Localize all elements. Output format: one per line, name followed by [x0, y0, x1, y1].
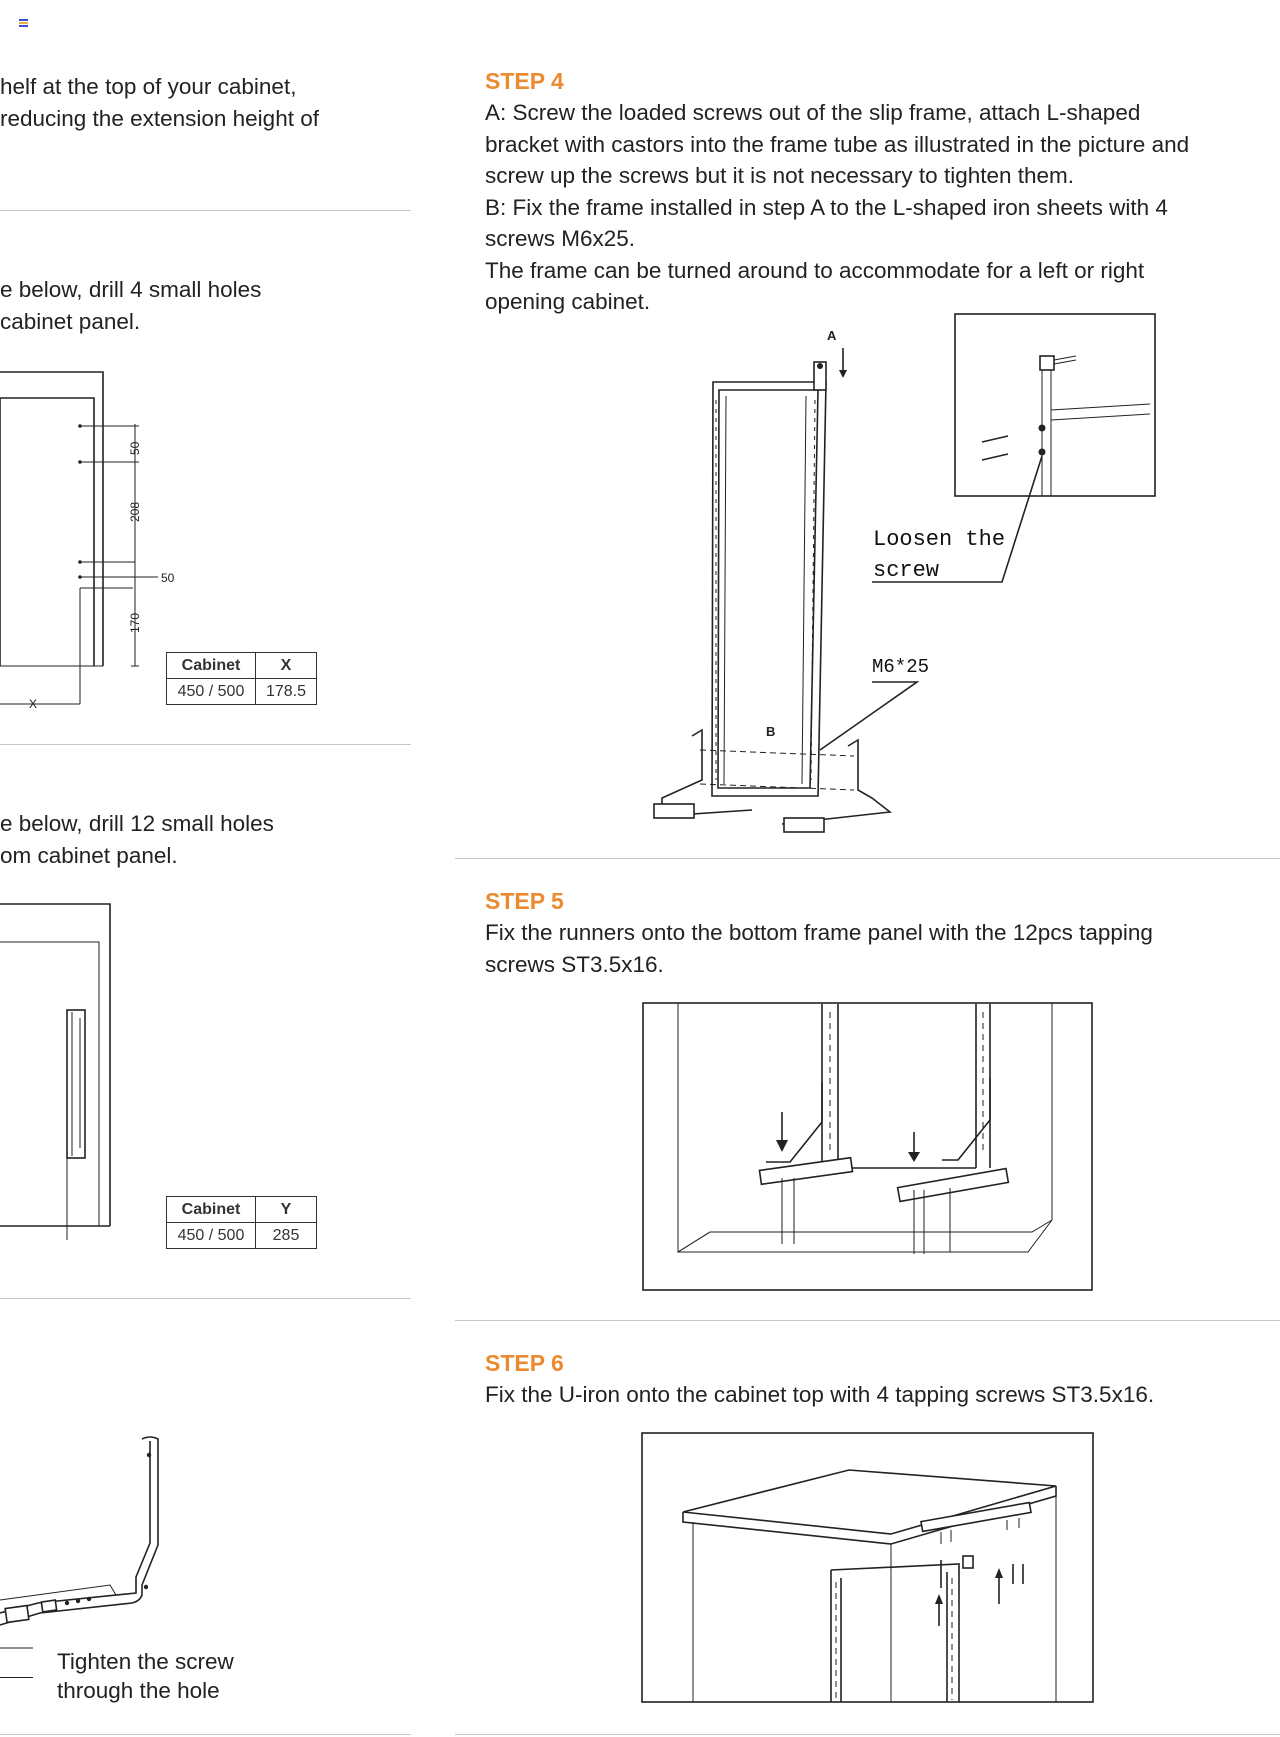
step4-line-6: The frame can be turned around to accomm… — [485, 257, 1145, 283]
dim-50-top: 50 — [128, 441, 142, 455]
drill4-text: e below, drill 4 small holes cabinet pan… — [0, 274, 400, 337]
table-x-cell-value: 178.5 — [255, 678, 317, 705]
step6-text: Fix the U-iron onto the cabinet top with… — [485, 1379, 1275, 1411]
intro-line-1: helf at the top of your cabinet, — [0, 74, 297, 99]
dim-208: 208 — [128, 502, 142, 522]
bracket-caption: Tighten the screw through the hole — [57, 1647, 234, 1705]
left-divider-2 — [0, 744, 411, 745]
step5-title: STEP 5 — [485, 888, 564, 914]
drill12-line-2: om cabinet panel. — [0, 842, 178, 868]
table-y-header-y: Y — [255, 1196, 317, 1223]
right-divider-1 — [455, 858, 1280, 859]
table-y-cell-cabinet: 450 / 500 — [166, 1222, 256, 1249]
table-x-header-cabinet: Cabinet — [166, 652, 256, 679]
step5-text: Fix the runners onto the bottom frame pa… — [485, 917, 1275, 980]
table-y-header-cabinet: Cabinet — [166, 1196, 256, 1223]
left-divider-3 — [0, 1298, 411, 1299]
step5-diagram — [642, 1002, 1093, 1291]
left-divider-1 — [0, 210, 411, 211]
right-divider-3 — [455, 1734, 1280, 1735]
table-x-header-x: X — [255, 652, 317, 679]
step6-title: STEP 6 — [485, 1350, 564, 1376]
loosen-screw-label: Loosen the screw — [873, 524, 1005, 586]
drill12-line-1: e below, drill 12 small holes — [0, 811, 274, 836]
bracket-caption-line-2: through the hole — [57, 1678, 220, 1703]
drill12-diagram — [0, 903, 111, 1240]
step6-diagram — [641, 1432, 1094, 1703]
dim-50-right: 50 — [161, 571, 175, 585]
step4-line-4: B: Fix the frame installed in step A to … — [485, 194, 1168, 220]
left-divider-4 — [0, 1734, 411, 1735]
drill4-line-1: e below, drill 4 small holes — [0, 277, 262, 302]
dim-x: X — [29, 697, 37, 711]
drill4-line-2: cabinet panel. — [0, 308, 141, 334]
menu-icon[interactable] — [19, 19, 28, 27]
frame-perforations — [715, 399, 816, 781]
table-y-cell-value: 285 — [255, 1222, 317, 1249]
step5-line-1: Fix the runners onto the bottom frame pa… — [485, 920, 1153, 945]
dim-170: 170 — [128, 613, 142, 633]
loosen-line-1: Loosen the — [873, 527, 1006, 552]
intro-text: helf at the top of your cabinet, reducin… — [0, 71, 400, 134]
drill12-text: e below, drill 12 small holes om cabinet… — [0, 808, 400, 871]
step4-text: A: Screw the loaded screws out of the sl… — [485, 97, 1275, 318]
step4-line-1: A: Screw the loaded screws out of the sl… — [485, 100, 1141, 125]
step4-line-2: bracket with castors into the frame tube… — [485, 131, 1190, 157]
label-a: A — [827, 328, 837, 343]
loosen-line-2: screw — [873, 558, 940, 583]
drill4-diagram: 50 208 50 170 X — [0, 371, 175, 711]
step5-line-2: screws ST3.5x16. — [485, 951, 664, 977]
step6-line-1: Fix the U-iron onto the cabinet top with… — [485, 1382, 1155, 1407]
bracket-caption-line-1: Tighten the screw — [57, 1649, 234, 1674]
intro-line-2: reducing the extension height of — [0, 105, 319, 131]
step4-line-7: opening cabinet. — [485, 289, 651, 314]
step4-diagram: A B — [653, 313, 1156, 833]
table-x-cell-cabinet: 450 / 500 — [166, 678, 256, 705]
bracket-leader-line — [0, 1677, 33, 1678]
cabinet-y-table: Cabinet Y 450 / 500 285 — [166, 1196, 317, 1249]
step4-line-5: screws M6x25. — [485, 226, 636, 251]
label-b: B — [766, 724, 775, 739]
m6-label: M6*25 — [872, 656, 930, 678]
bracket-diagram — [0, 1436, 159, 1649]
step4-line-3: screw up the screws but it is not necess… — [485, 163, 1075, 188]
cabinet-x-table: Cabinet X 450 / 500 178.5 — [166, 652, 317, 705]
step4-title: STEP 4 — [485, 68, 564, 94]
right-divider-2 — [455, 1320, 1280, 1321]
